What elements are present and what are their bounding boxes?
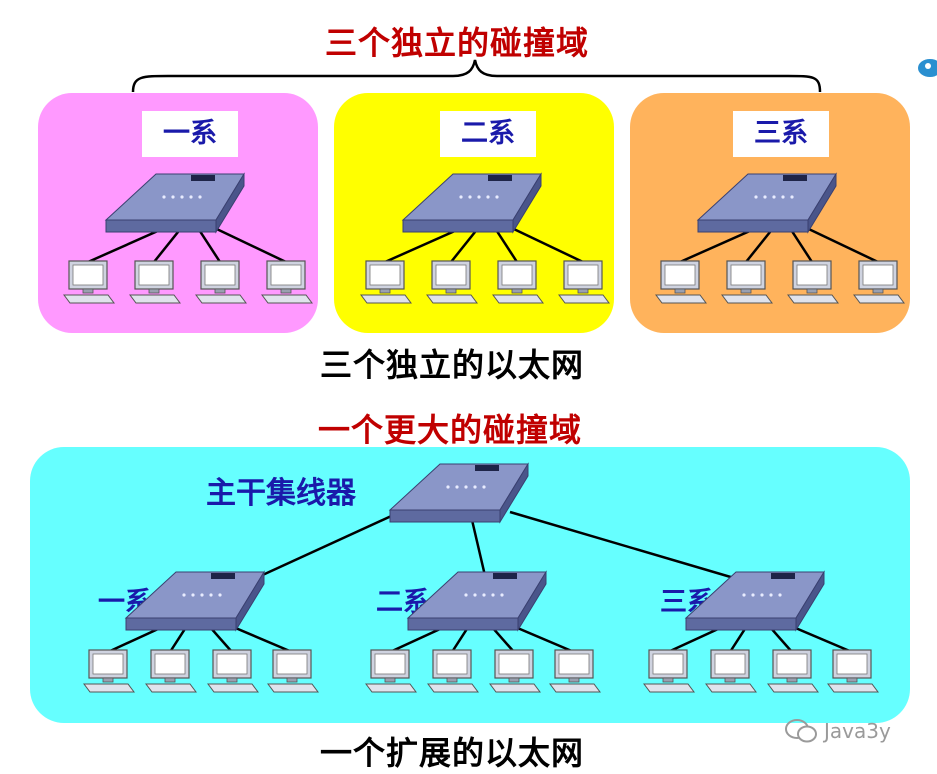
- dept-label-3: 三系: [733, 111, 829, 157]
- bird-logo-icon: [912, 52, 937, 82]
- computer-icon-top-3-1: [655, 260, 707, 304]
- computer-icon-top-3-2: [721, 260, 773, 304]
- watermark-text: Java3y: [824, 719, 891, 743]
- computer-icon-bottom-2-2: [427, 649, 479, 693]
- computer-icon-top-1-2: [129, 260, 181, 304]
- hub-icon-backbone: [388, 462, 529, 524]
- top-caption: 三个独立的以太网: [320, 346, 585, 384]
- computer-icon-top-1-1: [63, 260, 115, 304]
- dept-label-1: 一系: [142, 111, 238, 157]
- hub-icon-bottom-2: [406, 570, 547, 632]
- watermark: Java3y: [784, 718, 891, 744]
- wechat-icon: [785, 719, 817, 743]
- hub-icon-top-1: [104, 172, 245, 234]
- computer-icon-top-2-3: [492, 260, 544, 304]
- computer-icon-bottom-3-2: [705, 649, 757, 693]
- computer-icon-top-3-3: [787, 260, 839, 304]
- computer-icon-bottom-3-1: [643, 649, 695, 693]
- bottom-title: 一个更大的碰撞域: [318, 411, 583, 449]
- cable-backbone-3: [509, 510, 752, 585]
- hub-icon-bottom-3: [684, 570, 825, 632]
- top-title: 三个独立的碰撞域: [325, 24, 590, 62]
- hub-icon-top-3: [696, 172, 837, 234]
- computer-icon-top-2-1: [360, 260, 412, 304]
- computer-icon-bottom-2-4: [549, 649, 601, 693]
- backbone-hub-label: 主干集线器: [206, 476, 356, 511]
- computer-icon-top-3-4: [853, 260, 905, 304]
- dept-label-2: 二系: [440, 111, 536, 157]
- bottom-caption: 一个扩展的以太网: [320, 734, 585, 772]
- hub-icon-bottom-1: [124, 570, 265, 632]
- computer-icon-bottom-2-3: [489, 649, 541, 693]
- computer-icon-bottom-3-4: [827, 649, 879, 693]
- computer-icon-top-1-3: [195, 260, 247, 304]
- computer-icon-bottom-1-3: [207, 649, 259, 693]
- computer-icon-bottom-1-1: [83, 649, 135, 693]
- computer-icon-top-2-2: [426, 260, 478, 304]
- brace-icon: [131, 59, 822, 93]
- cable-backbone-2: [470, 519, 488, 581]
- computer-icon-bottom-2-1: [365, 649, 417, 693]
- computer-icon-top-2-4: [558, 260, 610, 304]
- computer-icon-bottom-1-4: [267, 649, 319, 693]
- computer-icon-top-1-4: [261, 260, 313, 304]
- computer-icon-bottom-3-3: [767, 649, 819, 693]
- hub-icon-top-2: [401, 172, 542, 234]
- cable-backbone-1: [255, 510, 401, 580]
- computer-icon-bottom-1-2: [145, 649, 197, 693]
